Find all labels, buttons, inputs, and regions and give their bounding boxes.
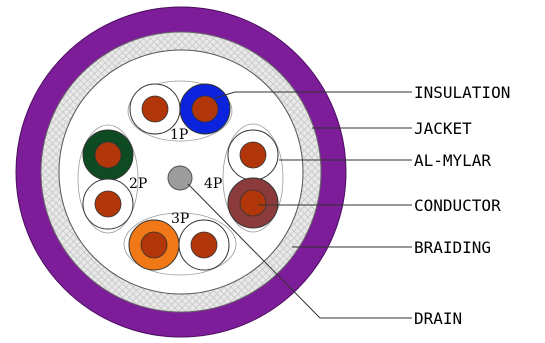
pair-1-label: 1P xyxy=(170,127,188,143)
pair-2-wrap xyxy=(77,124,139,234)
pair-1-white-conductor xyxy=(141,95,169,123)
drain-label: DRAIN xyxy=(414,309,462,328)
pair-4-brown-conductor xyxy=(239,189,267,217)
pair-2-white-conductor xyxy=(94,190,122,218)
pair-2-green-conductor xyxy=(94,141,122,169)
pair-1-wrap xyxy=(127,80,233,142)
braiding-label: BRAIDING xyxy=(414,238,491,257)
pair-4-wrap xyxy=(222,123,284,233)
pair-4-white-conductor xyxy=(239,141,267,169)
insulation-label: INSULATION xyxy=(414,83,510,102)
pair-1-blue-conductor xyxy=(191,95,219,123)
insulation-leader-line xyxy=(214,91,412,99)
pair-3-orange-conductor xyxy=(140,231,168,259)
al-mylar-label: AL-MYLAR xyxy=(414,151,491,170)
pair-1 xyxy=(129,83,231,135)
conductor-label: CONDUCTOR xyxy=(414,196,501,215)
pair-2 xyxy=(82,129,134,230)
pair-3-wrap xyxy=(123,212,237,276)
pair-4-label: 4P xyxy=(204,176,222,192)
pair-3-white-conductor xyxy=(190,231,218,259)
jacket-label: JACKET xyxy=(414,119,472,138)
pair-2-label: 2P xyxy=(129,176,147,192)
pair-4 xyxy=(227,129,279,229)
drain-wire xyxy=(167,165,193,191)
drain-leader-line xyxy=(187,183,412,319)
pair-3-label: 3P xyxy=(171,211,189,227)
pair-3 xyxy=(128,219,230,271)
